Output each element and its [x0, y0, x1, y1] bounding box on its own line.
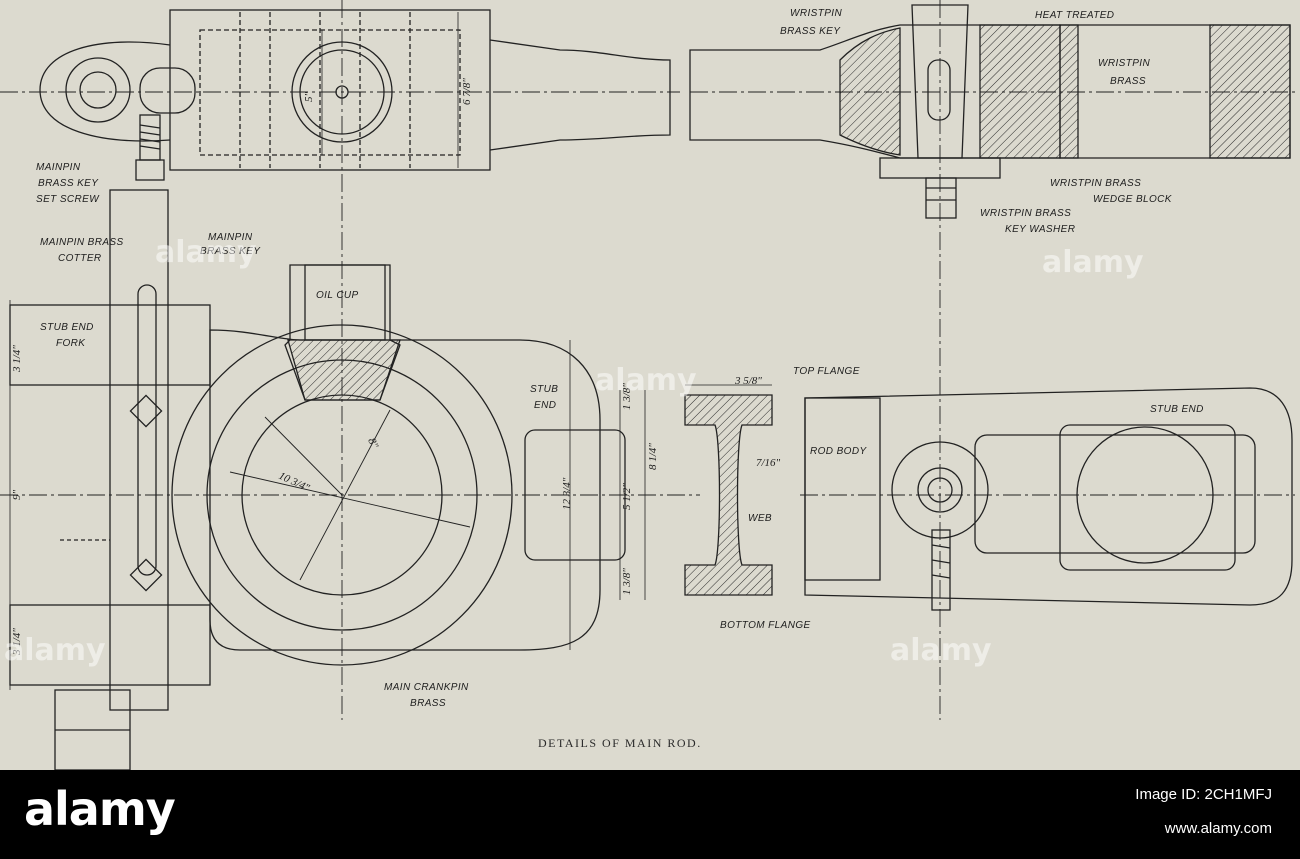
top-right-wrist-end-section	[689, 0, 1295, 720]
label-key-washer-1: WRISTPIN BRASS	[980, 208, 1071, 219]
label-wristpin-brass-2: BRASS	[1110, 76, 1146, 87]
label-oil-cup: OIL CUP	[316, 290, 359, 301]
label-wristpin-brass-key-1: WRISTPIN	[790, 8, 842, 19]
dim-5-1-2: 5 1/2"	[621, 483, 633, 510]
label-top-flange: TOP FLANGE	[793, 366, 860, 377]
footer-url-link[interactable]: www.alamy.com	[1164, 820, 1272, 837]
dim-8: 8"	[365, 436, 380, 451]
stock-footer-bar: alamy Image ID: 2CH1MFJ www.alamy.com	[0, 770, 1300, 859]
label-mainpin-brass-key-1: MAINPIN	[208, 232, 253, 243]
label-wristpin-brass-key-2: BRASS KEY	[780, 26, 841, 37]
dim-3-1-4-bottom: 3 1/4"	[11, 628, 23, 656]
label-main-crankpin-brass-1: MAIN CRANKPIN	[384, 682, 469, 693]
label-wedge-block-1: WRISTPIN BRASS	[1050, 178, 1141, 189]
dim-10-3-4: 10 3/4"	[277, 470, 312, 495]
dim-8-1-4: 8 1/4"	[647, 443, 659, 470]
engineering-drawing: WRISTPIN BRASS KEY HEAT TREATED WRISTPIN…	[0, 0, 1295, 770]
lower-right-wrist-end-elevation	[800, 387, 1295, 611]
label-bottom-flange: BOTTOM FLANGE	[720, 620, 811, 631]
label-wedge-block-2: WEDGE BLOCK	[1093, 194, 1173, 205]
watermark-text: alamy	[155, 235, 257, 270]
part-labels: WRISTPIN BRASS KEY HEAT TREATED WRISTPIN…	[36, 8, 1204, 709]
label-heat-treated: HEAT TREATED	[1035, 10, 1114, 21]
label-set-screw-1: MAINPIN	[36, 162, 81, 173]
label-web: WEB	[748, 513, 772, 524]
lower-left-main-end-elevation	[0, 189, 700, 770]
dim-9: 9"	[11, 490, 23, 501]
watermark-text: alamy	[595, 363, 697, 398]
main-rod-drawing: WRISTPIN BRASS KEY HEAT TREATED WRISTPIN…	[0, 0, 1295, 770]
dim-7-16: 7/16"	[756, 457, 781, 469]
label-cotter-2: COTTER	[58, 253, 102, 264]
dim-6-7-8: 6 7/8"	[461, 78, 473, 105]
label-stub-end-fork-1: STUB END	[40, 322, 94, 333]
label-cotter-1: MAINPIN BRASS	[40, 237, 124, 248]
label-main-crankpin-brass-2: BRASS	[410, 698, 446, 709]
label-key-washer-2: KEY WASHER	[1005, 224, 1075, 235]
dim-1-3-8-bottom: 1 3/8"	[621, 568, 633, 595]
label-stub-end-right: STUB END	[1150, 404, 1204, 415]
watermark-layer: alamy alamy alamy alamy alamy	[4, 235, 1144, 668]
footer-logo[interactable]: alamy	[24, 782, 176, 836]
watermark-text: alamy	[4, 633, 106, 668]
top-left-main-end-plan	[0, 0, 680, 720]
label-set-screw-3: SET SCREW	[36, 194, 100, 205]
dim-12-3-4: 12 3/4"	[561, 477, 573, 510]
label-mainpin-brass-key-2: BRASS KEY	[200, 246, 261, 257]
label-stub-end-left-2: END	[534, 400, 556, 411]
watermark-text: alamy	[1042, 245, 1144, 280]
label-stub-end-left-1: STUB	[530, 384, 558, 395]
watermark-text: alamy	[890, 633, 992, 668]
label-set-screw-2: BRASS KEY	[38, 178, 99, 189]
label-rod-body: ROD BODY	[810, 446, 867, 457]
dim-3-1-4-top: 3 1/4"	[11, 345, 23, 373]
label-wristpin-brass-1: WRISTPIN	[1098, 58, 1150, 69]
footer-image-id: Image ID: 2CH1MFJ	[1135, 786, 1272, 803]
i-beam-rod-section	[684, 384, 773, 596]
figure-caption: DETAILS OF MAIN ROD.	[538, 736, 702, 750]
dim-3-5-8: 3 5/8"	[734, 375, 762, 387]
dim-1-3-8-top: 1 3/8"	[621, 383, 633, 410]
dim-5: 5"	[303, 92, 315, 103]
label-stub-end-fork-2: FORK	[56, 338, 86, 349]
